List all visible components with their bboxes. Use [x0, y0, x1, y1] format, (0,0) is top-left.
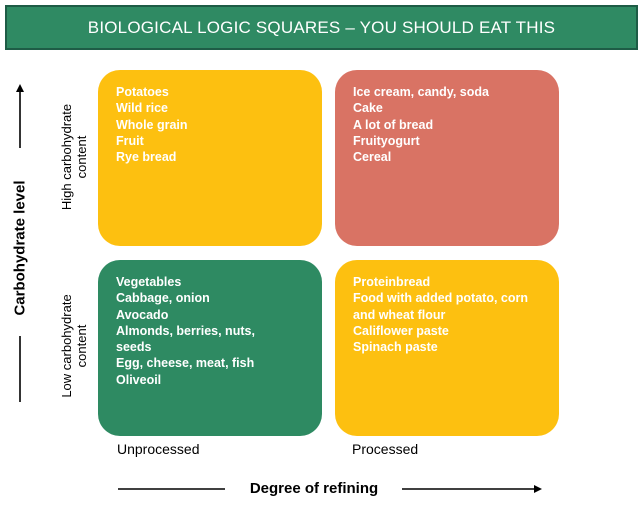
list-item: Rye bread: [116, 150, 177, 165]
list-item: Fruit: [116, 133, 144, 148]
list-item: Cake: [353, 101, 383, 116]
list-item: Almonds, berries, nuts,: [116, 323, 255, 338]
list-item: Fruityogurt: [353, 133, 420, 148]
list-item: Oliveoil: [116, 372, 162, 387]
list-item: Spinach paste: [353, 340, 438, 355]
row-label-low-line-1: Low carbohydrate: [59, 294, 74, 398]
row-label-high-carbohydrate: High carbohydrate content: [59, 104, 89, 210]
row-label-high-line-2: content: [74, 135, 89, 179]
list-item: Potatoes: [116, 85, 169, 99]
list-item: Cereal: [353, 150, 392, 165]
x-axis-title: Degree of refining: [249, 480, 379, 497]
y-axis-title: Carbohydrate level: [11, 180, 29, 316]
list-item: Proteinbread: [353, 275, 431, 289]
list-item: Food with added potato, corn: [353, 291, 528, 306]
list-item: Whole grain: [116, 117, 188, 132]
row-label-low-line-2: content: [74, 324, 89, 368]
list-item: A lot of bread: [353, 117, 434, 132]
list-item: Vegetables: [116, 275, 182, 289]
list-item: Wild rice: [116, 101, 168, 116]
list-item: Egg, cheese, meat, fish: [116, 356, 255, 371]
list-item: Cabbage, onion: [116, 291, 210, 306]
column-label-processed: Processed: [352, 441, 419, 457]
row-label-low-carbohydrate: Low carbohydrate content: [59, 294, 89, 397]
list-item: and wheat flour: [353, 307, 446, 322]
list-item: Califlower paste: [353, 323, 449, 338]
list-item: Ice cream, candy, soda: [353, 85, 489, 99]
list-item: seeds: [116, 340, 152, 355]
title-banner: BIOLOGICAL LOGIC SQUARES – YOU SHOULD EA…: [5, 5, 638, 50]
row-label-high-line-1: High carbohydrate: [59, 103, 74, 211]
column-label-unprocessed: Unprocessed: [117, 441, 200, 457]
list-item: Avocado: [116, 307, 169, 322]
